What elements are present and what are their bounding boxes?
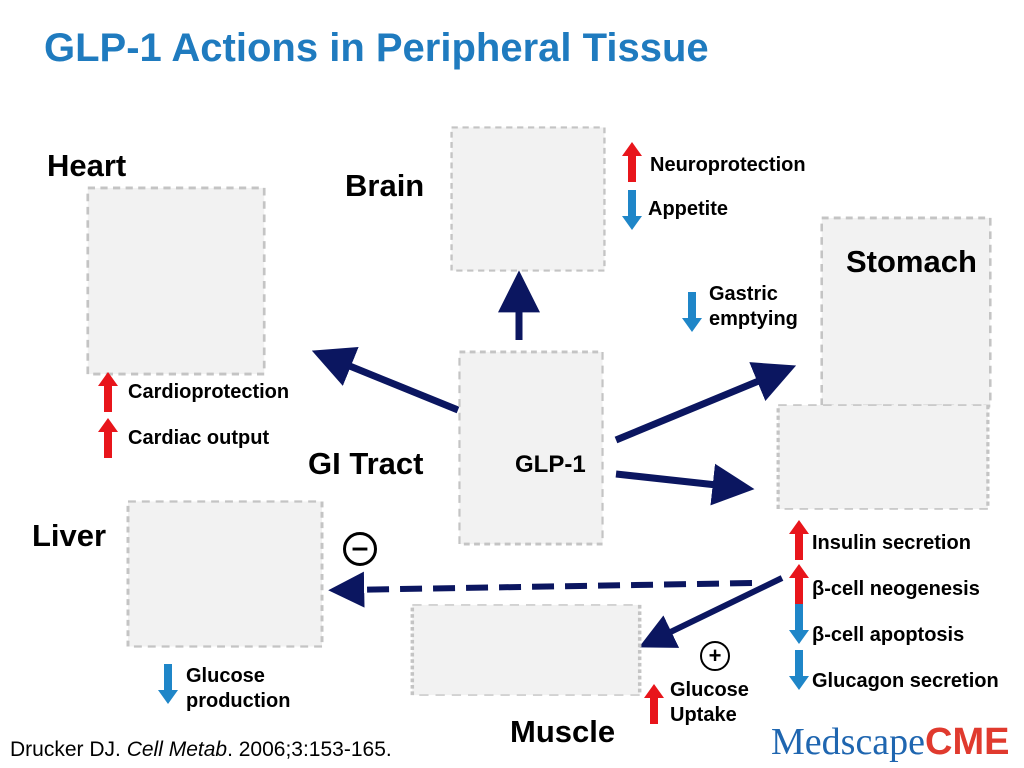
liver-image	[126, 500, 324, 648]
pancreas-effect-glucagon-secretion: Glucagon secretion	[812, 670, 999, 692]
red-up-arrow-icon	[622, 142, 642, 182]
arrow-to-stomach	[614, 362, 797, 444]
heart-effect-cardiac-output: Cardiac output	[128, 427, 270, 449]
pancreas-effect-beta-cell-neogenesis: β-cell neogenesis	[812, 578, 980, 600]
liver-effect-line1: Glucose	[186, 665, 265, 687]
blue-down-arrow-icon	[158, 664, 178, 704]
liver-label: Liver	[32, 518, 107, 553]
heart-label: Heart	[47, 148, 127, 183]
logo-medscape: Medscape	[771, 721, 926, 763]
stomach-effect-line1: Gastric	[709, 283, 778, 305]
blue-down-arrow-icon	[789, 650, 809, 690]
citation-details: . 2006;3:153-165.	[227, 738, 392, 761]
brain-effect-appetite: Appetite	[648, 198, 728, 220]
logo-cme: CME	[925, 721, 1010, 763]
stomach-effect-gastric-emptying: Gastric emptying	[709, 282, 798, 332]
heart-effect-cardioprotection: Cardioprotection	[128, 381, 290, 403]
blue-down-arrow-icon	[789, 604, 809, 644]
glp1-label: GLP-1	[515, 451, 586, 478]
muscle-effect-glucose-uptake: Glucose Uptake	[670, 678, 749, 728]
muscle-effect-line1: Glucose	[670, 679, 749, 701]
red-up-arrow-icon	[789, 520, 809, 560]
muscle-effect-line2: Uptake	[670, 704, 737, 726]
pancreas-effect-insulin-secretion: Insulin secretion	[812, 532, 971, 554]
arrow-to-liver	[328, 571, 753, 608]
brain-label: Brain	[345, 168, 425, 203]
pancreas-effect-beta-cell-apoptosis: β-cell apoptosis	[812, 624, 965, 646]
medscape-cme-logo: MedscapeCME	[771, 720, 1010, 764]
citation-journal: Cell Metab	[126, 738, 228, 761]
inhibition-sign-icon: –	[343, 532, 377, 566]
brain-image	[450, 126, 606, 272]
red-up-arrow-icon	[98, 372, 118, 412]
blue-down-arrow-icon	[622, 190, 642, 230]
gi-tract-image	[458, 350, 604, 546]
brain-effect-neuroprotection: Neuroprotection	[650, 154, 806, 176]
liver-effect-line2: production	[186, 690, 291, 712]
page-title: GLP-1 Actions in Peripheral Tissue	[44, 26, 709, 70]
blue-down-arrow-icon	[682, 292, 702, 332]
red-up-arrow-icon	[644, 684, 664, 724]
arrow-to-pancreas	[615, 463, 755, 506]
heart-image	[86, 186, 266, 376]
arrow-to-muscle	[638, 575, 784, 648]
stomach-effect-line2: emptying	[709, 308, 798, 330]
muscle-image	[410, 604, 642, 696]
red-up-arrow-icon	[789, 564, 809, 604]
liver-effect-glucose-production: Glucose production	[186, 664, 290, 714]
stimulation-sign-icon: +	[700, 641, 730, 671]
muscle-label: Muscle	[510, 714, 616, 749]
red-up-arrow-icon	[98, 418, 118, 458]
stomach-label: Stomach	[846, 244, 977, 279]
stomach-image	[820, 216, 992, 408]
gi-tract-label: GI Tract	[308, 446, 424, 481]
pancreas-image	[776, 404, 990, 510]
citation: Drucker DJ. Cell Metab. 2006;3:153-165.	[10, 738, 392, 762]
arrow-to-heart	[311, 346, 460, 414]
citation-author: Drucker DJ.	[10, 738, 127, 761]
